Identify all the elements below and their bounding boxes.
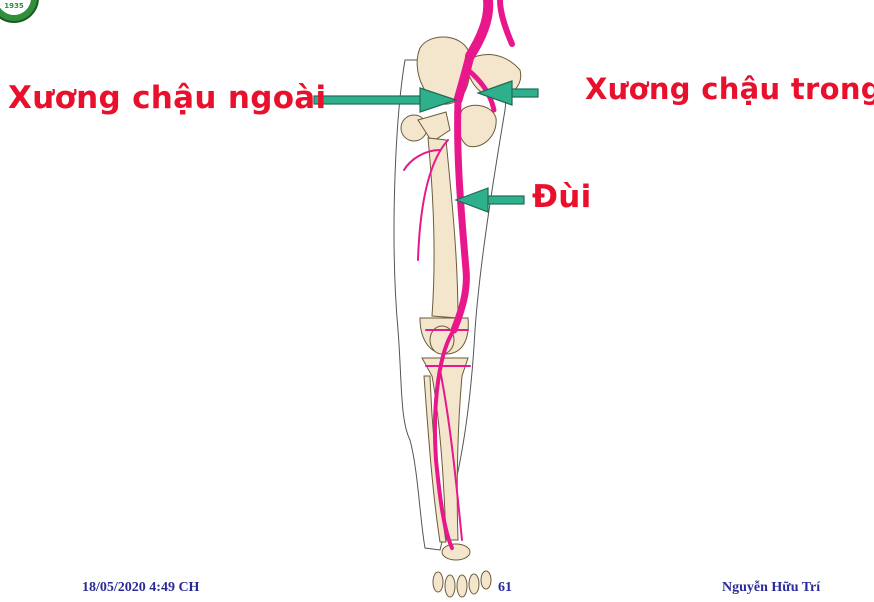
label-internal-iliac: Xương chậu trong (585, 72, 874, 106)
footer-author: Nguyễn Hữu Trí (722, 580, 820, 596)
label-external-iliac: Xương chậu ngoài (8, 80, 326, 116)
lower-leg-bones (422, 358, 468, 542)
footer-page-number: 61 (498, 580, 512, 596)
arrow-femoral (456, 188, 524, 212)
foot-bones (433, 544, 491, 597)
label-femoral: Đùi (532, 179, 592, 215)
footer-date: 18/05/2020 4:49 CH (82, 580, 199, 596)
